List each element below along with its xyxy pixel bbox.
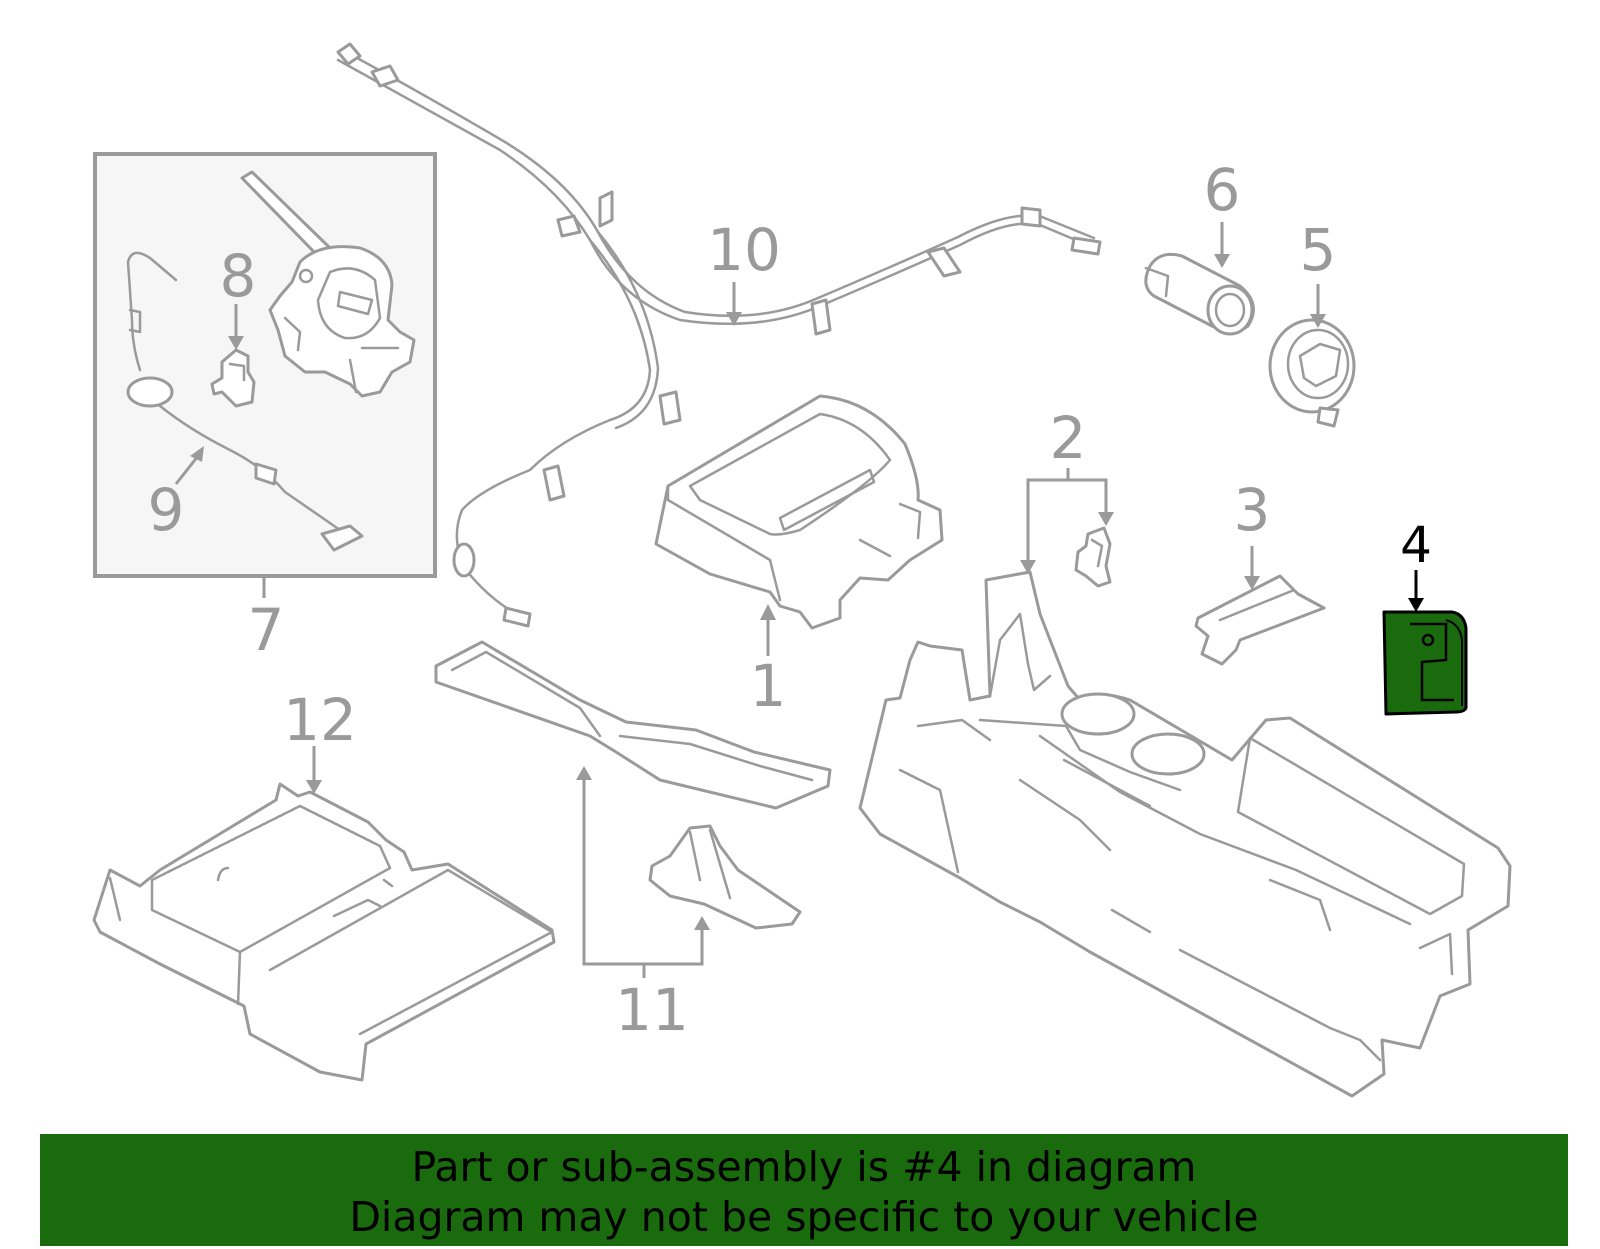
callout-1: 1 — [750, 652, 787, 720]
part-12-drawing[interactable] — [92, 782, 556, 1082]
callout-4-highlighted: 4 — [1400, 516, 1432, 574]
callout-6: 6 — [1204, 156, 1241, 224]
callout-3: 3 — [1234, 476, 1271, 544]
part-4-drawing-highlighted[interactable] — [1382, 610, 1468, 716]
part-11-drawing[interactable] — [434, 640, 832, 930]
callout-9: 9 — [148, 476, 185, 544]
part-8-drawing[interactable] — [210, 348, 256, 408]
leader-lines — [174, 222, 1424, 978]
callout-7: 7 — [248, 596, 285, 664]
shifter-assembly-drawing — [240, 170, 416, 398]
callout-12: 12 — [283, 686, 357, 754]
part-2-drawing[interactable] — [1074, 526, 1112, 588]
banner-line-disclaimer: Diagram may not be specific to your vehi… — [349, 1193, 1259, 1241]
callout-11: 11 — [615, 976, 689, 1044]
part-1-drawing[interactable] — [654, 394, 944, 630]
part-6-drawing[interactable] — [1144, 252, 1255, 336]
part-10-cable-drawing[interactable] — [336, 42, 1102, 628]
info-banner: Part or sub-assembly is #4 in diagram Di… — [40, 1134, 1568, 1246]
callout-labels: 1 2 3 4 5 6 7 8 9 10 11 12 — [148, 156, 1432, 1044]
part-5-drawing[interactable] — [1268, 318, 1356, 428]
part-9-drawing[interactable] — [126, 251, 364, 552]
part-7-kit-box[interactable] — [93, 152, 437, 578]
banner-line-part-number: Part or sub-assembly is #4 in diagram — [411, 1143, 1197, 1191]
center-console-drawing — [858, 570, 1512, 1098]
part-3-drawing[interactable] — [1194, 574, 1326, 666]
callout-5: 5 — [1300, 216, 1337, 284]
callout-8: 8 — [220, 242, 257, 310]
callout-2: 2 — [1050, 404, 1087, 472]
callout-10: 10 — [707, 216, 781, 284]
